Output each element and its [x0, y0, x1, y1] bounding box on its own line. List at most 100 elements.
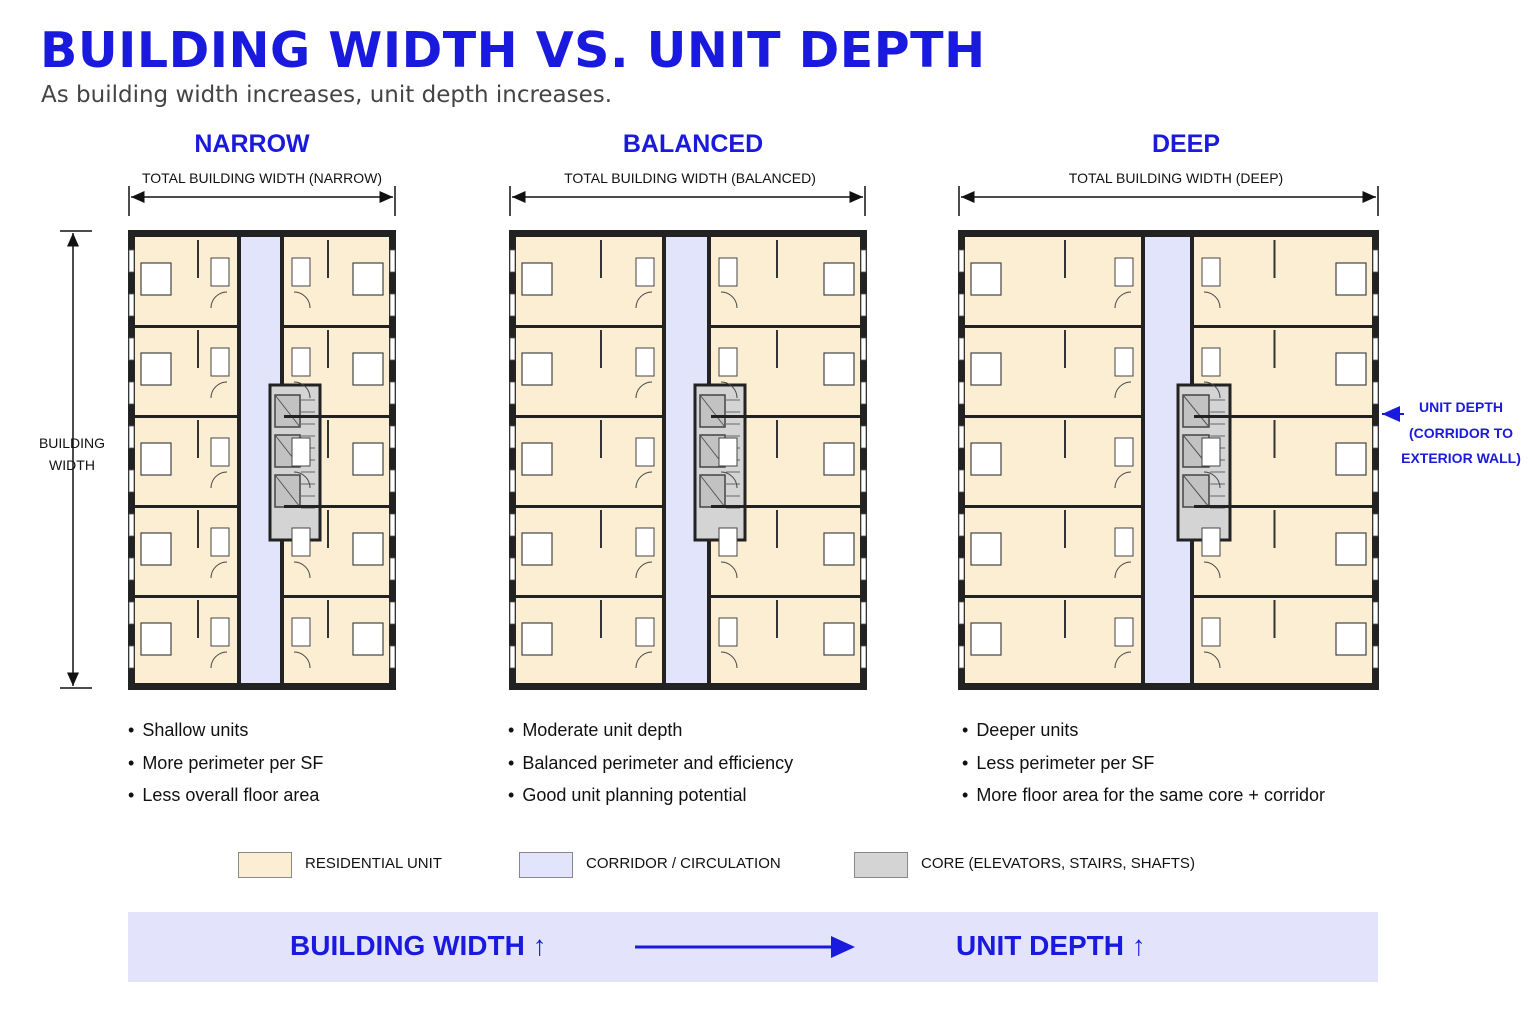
- bed-icon: [521, 532, 553, 566]
- bed-icon: [352, 532, 384, 566]
- demising-wall: [965, 325, 1141, 328]
- window: [1372, 557, 1379, 581]
- bed-icon: [352, 352, 384, 386]
- demising-wall: [711, 595, 860, 598]
- bathroom-icon: [210, 257, 230, 287]
- banner-left-text: BUILDING WIDTH ↑: [290, 930, 547, 961]
- bathroom-icon: [210, 347, 230, 377]
- width-label-deep: TOTAL BUILDING WIDTH (DEEP): [1068, 170, 1284, 186]
- window: [1372, 513, 1379, 537]
- door-swing: [635, 471, 653, 489]
- bed-icon: [140, 262, 172, 296]
- door-swing: [1114, 561, 1132, 579]
- list-item: More perimeter per SF: [128, 747, 323, 780]
- window: [389, 337, 396, 361]
- list-item: Moderate unit depth: [508, 714, 793, 747]
- window: [389, 249, 396, 273]
- demising-wall: [1194, 505, 1372, 508]
- window: [958, 249, 965, 273]
- bathroom-icon: [291, 257, 311, 287]
- demising-wall: [965, 415, 1141, 418]
- door-swing: [635, 651, 653, 669]
- window: [389, 425, 396, 449]
- demising-wall: [965, 505, 1141, 508]
- window: [1372, 645, 1379, 669]
- bathroom-icon: [291, 617, 311, 647]
- window: [860, 601, 867, 625]
- door-swing: [293, 561, 311, 579]
- door-swing: [1203, 651, 1221, 669]
- window: [128, 557, 135, 581]
- legend-swatch-corridor: [519, 852, 573, 878]
- window: [958, 337, 965, 361]
- door-swing: [210, 471, 228, 489]
- bathroom-icon: [1201, 437, 1221, 467]
- bathroom-icon: [718, 527, 738, 557]
- list-item: Good unit planning potential: [508, 779, 793, 812]
- door-swing: [1114, 291, 1132, 309]
- bathroom-icon: [291, 347, 311, 377]
- demising-wall: [284, 415, 389, 418]
- window: [389, 381, 396, 405]
- bed-icon: [1335, 352, 1367, 386]
- bed-icon: [352, 262, 384, 296]
- bullet-list-balanced: Moderate unit depth Balanced perimeter a…: [508, 714, 793, 812]
- list-item: Balanced perimeter and efficiency: [508, 747, 793, 780]
- bathroom-icon: [635, 347, 655, 377]
- demising-wall: [135, 415, 237, 418]
- height-dimension: [60, 230, 92, 689]
- arrow-right-icon: [635, 936, 855, 958]
- demising-wall: [711, 415, 860, 418]
- window: [860, 469, 867, 493]
- window: [509, 469, 516, 493]
- demising-wall: [516, 415, 662, 418]
- door-swing: [210, 381, 228, 399]
- bathroom-icon: [1201, 257, 1221, 287]
- window: [389, 557, 396, 581]
- demising-wall: [516, 505, 662, 508]
- door-swing: [1114, 651, 1132, 669]
- door-swing: [1203, 561, 1221, 579]
- bed-icon: [1335, 532, 1367, 566]
- bed-icon: [352, 622, 384, 656]
- window: [128, 425, 135, 449]
- window: [128, 293, 135, 317]
- demising-wall: [135, 595, 237, 598]
- elevator-icon: [699, 474, 726, 508]
- door-swing: [720, 651, 738, 669]
- demising-wall: [284, 325, 389, 328]
- width-label-narrow: TOTAL BUILDING WIDTH (NARROW): [141, 170, 383, 186]
- bullet-list-narrow: Shallow units More perimeter per SF Less…: [128, 714, 323, 812]
- bed-icon: [521, 352, 553, 386]
- list-item: Less perimeter per SF: [962, 747, 1325, 780]
- bathroom-icon: [635, 437, 655, 467]
- window: [860, 425, 867, 449]
- bed-icon: [1335, 442, 1367, 476]
- window: [509, 337, 516, 361]
- window: [128, 645, 135, 669]
- window: [509, 293, 516, 317]
- window: [958, 381, 965, 405]
- bathroom-icon: [1114, 347, 1134, 377]
- door-swing: [635, 381, 653, 399]
- floor-plan-balanced: [509, 230, 867, 690]
- bed-icon: [970, 352, 1002, 386]
- bathroom-icon: [210, 617, 230, 647]
- door-swing: [1114, 471, 1132, 489]
- window: [958, 645, 965, 669]
- summary-banner: BUILDING WIDTH ↑ UNIT DEPTH ↑: [128, 912, 1378, 982]
- window: [860, 645, 867, 669]
- window: [958, 601, 965, 625]
- bed-icon: [140, 622, 172, 656]
- width-dimension-balanced: [509, 186, 866, 216]
- window: [958, 293, 965, 317]
- door-swing: [210, 651, 228, 669]
- window: [509, 645, 516, 669]
- door-swing: [720, 381, 738, 399]
- elevator-icon: [274, 394, 301, 428]
- elevator-icon: [699, 394, 726, 428]
- bathroom-icon: [291, 437, 311, 467]
- page-subtitle: As building width increases, unit depth …: [41, 82, 613, 108]
- door-swing: [293, 651, 311, 669]
